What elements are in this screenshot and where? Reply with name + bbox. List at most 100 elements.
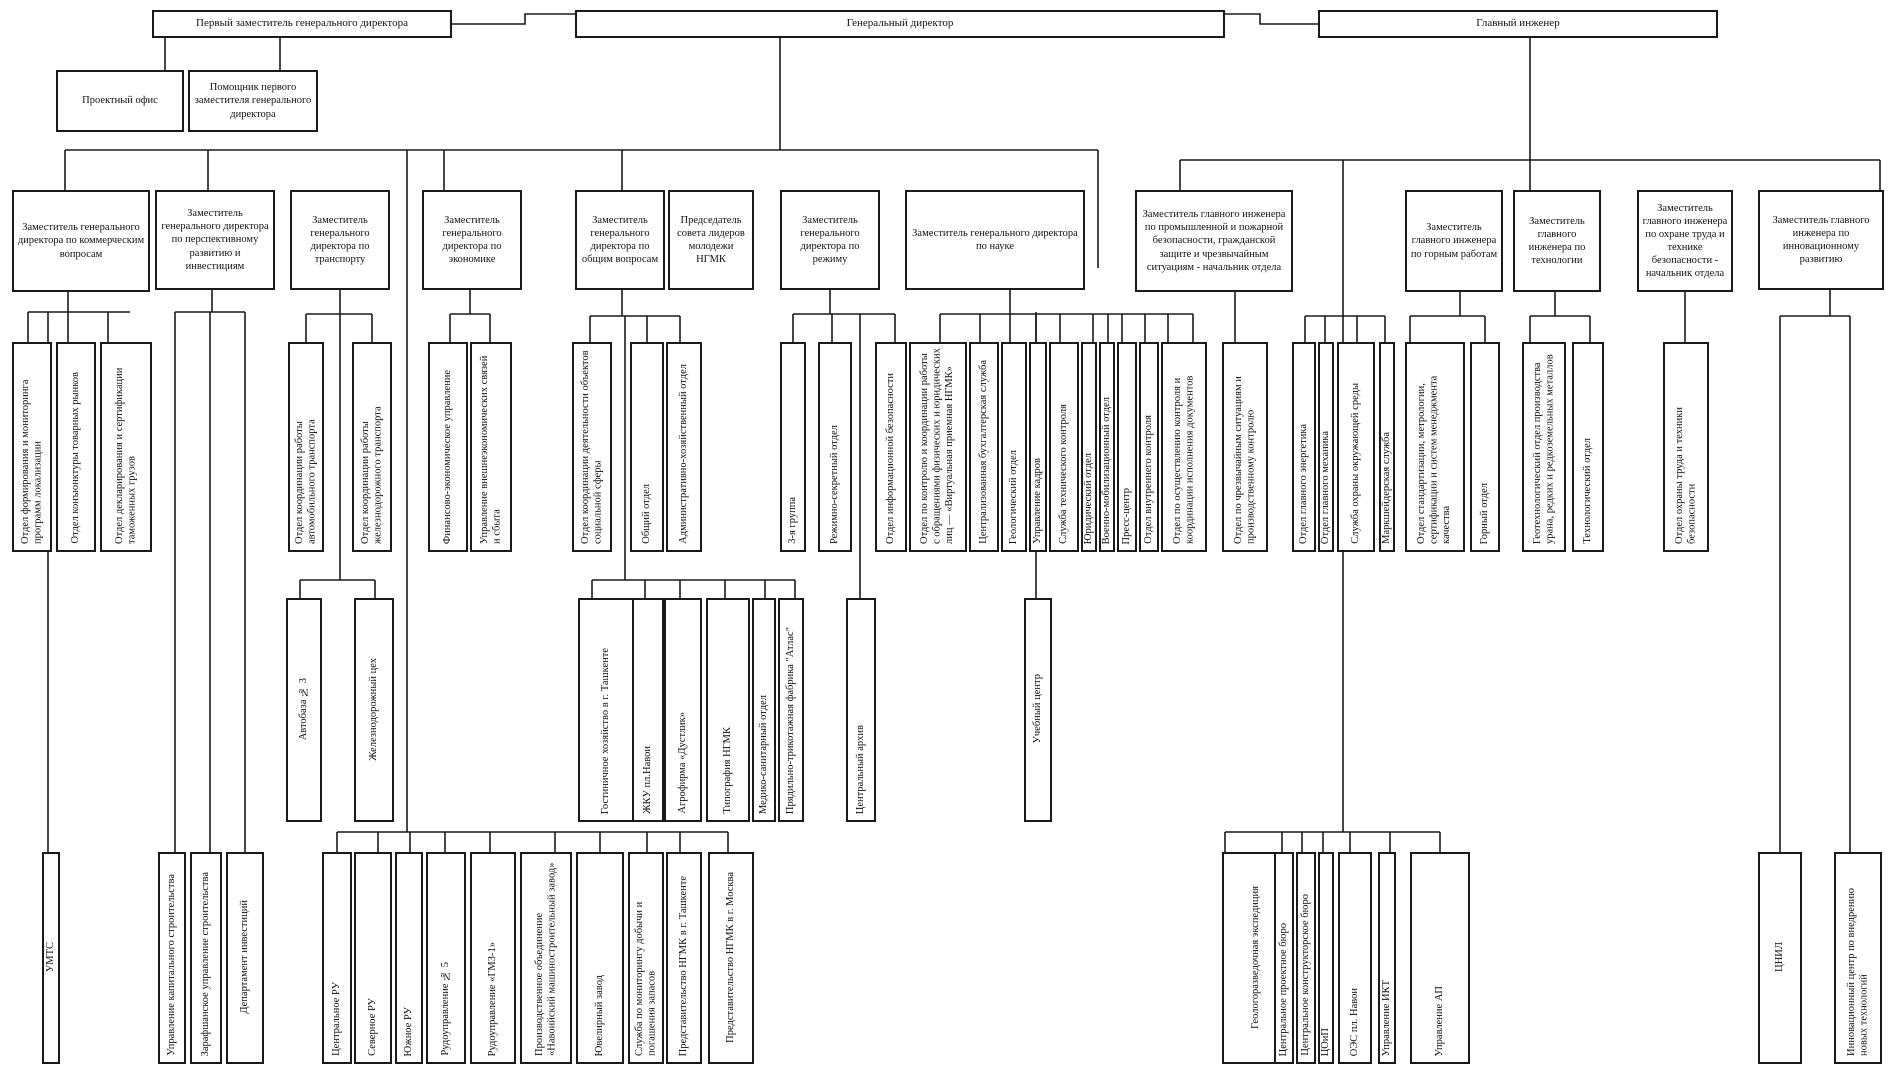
ceo-label: Генеральный директор (846, 17, 954, 30)
dept-box: Горный отдел (1470, 342, 1500, 552)
unit-box: Агрофирма «Дустлик» (664, 598, 702, 822)
dept-box: Геотехнологический отдел производства ур… (1522, 342, 1566, 552)
deputy-commercial-label: Заместитель генерального директора по ко… (17, 222, 145, 260)
deputy-general-label: Заместитель генерального директора по об… (581, 214, 659, 266)
unit-box: ЖКУ пл.Навои (632, 598, 664, 822)
chief-engineer-label: Главный инженер (1476, 17, 1560, 30)
project-office-label: Проектный офис (82, 95, 158, 107)
assistant-box: Помощник первого заместителя генеральног… (188, 70, 318, 132)
ce-labor-label: Заместитель главного инженера по охране … (1642, 202, 1728, 280)
ce-mining-label: Заместитель главного инженера по горным … (1410, 222, 1498, 260)
dept-box: Отдел информационной безопасности (875, 342, 907, 552)
dept-label: Отдел информационной безопасности (884, 372, 896, 544)
dept-box: Отдел главного энергетика (1292, 342, 1316, 552)
dept-box: Отдел формирования и мониторинга програм… (12, 342, 52, 552)
dept-label: Отдел по контролю и координации работы с… (919, 348, 956, 544)
dept-label: Отдел конъюнктуры товарных рынков (69, 372, 81, 544)
unit-box: Южное РУ (395, 852, 423, 1064)
dept-label: Общий отдел (640, 484, 652, 544)
unit-label: Гостиничное хозяйство в г. Ташкенте (599, 647, 611, 814)
dept-box: Отдел конъюнктуры товарных рынков (56, 342, 96, 552)
unit-box: Рудоуправление № 5 (426, 852, 466, 1064)
ce-safety-box: Заместитель главного инженера по промышл… (1135, 190, 1293, 292)
dept-box: Военно-мобилизационный отдел (1099, 342, 1115, 552)
unit-label: Центральное РУ (330, 982, 342, 1056)
unit-label: Представительство НГМК в г. Москва (724, 871, 736, 1043)
unit-box: Зарафшанское управление строительства (190, 852, 222, 1064)
unit-label: Представительство НГМК в г. Ташкенте (677, 875, 689, 1056)
unit-box: Управление капитального строительства (158, 852, 186, 1064)
unit-label: Северное РУ (366, 998, 378, 1056)
unit-box: Департамент инвестиций (226, 852, 264, 1064)
ce-labor-box: Заместитель главного инженера по охране … (1637, 190, 1733, 292)
dept-box: Отдел по чрезвычайным ситуациям и произв… (1222, 342, 1268, 552)
unit-label: Управление ИКТ (1380, 979, 1392, 1056)
dept-label: Отдел декларирования и сертификации тамо… (113, 367, 137, 544)
dept-label: Геологический отдел (1007, 449, 1019, 544)
dept-box: Административно-хозяйственный отдел (666, 342, 702, 552)
dept-box: Финансово-экономическое управление (428, 342, 468, 552)
dept-label: Отдел внутреннего контроля (1142, 415, 1154, 544)
unit-label: Центральное конструкторское бюро (1299, 894, 1311, 1056)
dept-box: Управление кадров (1029, 342, 1047, 552)
dept-box: Маркшейдерская служба (1379, 342, 1395, 552)
unit-box: Ювелирный завод (576, 852, 624, 1064)
dept-label: Отдел главного механика (1319, 430, 1331, 544)
dept-label: Технологический отдел (1581, 438, 1593, 544)
dept-box: Служба технического контроля (1049, 342, 1079, 552)
unit-label: Прядильно-трикотажная фабрика "Атлас" (784, 626, 796, 814)
dept-box: Отдел внутреннего контроля (1139, 342, 1159, 552)
dept-label: Финансово-экономическое управление (441, 369, 453, 544)
unit-label: Агрофирма «Дустлик» (676, 712, 688, 814)
dept-label: Юридический отдел (1082, 452, 1094, 544)
deputy-regime-box: Заместитель генерального директора по ре… (780, 190, 880, 290)
first-deputy-label: Первый заместитель генерального директор… (196, 17, 408, 30)
dept-box: Отдел координации работы железнодорожног… (352, 342, 392, 552)
deputy-regime-label: Заместитель генерального директора по ре… (800, 214, 860, 266)
dept-label: Маркшейдерская служба (1380, 432, 1392, 544)
deputy-economics-box: Заместитель генерального директора по эк… (422, 190, 522, 290)
ce-safety-label: Заместитель главного инженера по промышл… (1142, 209, 1286, 273)
unit-box: ОЭС пл. Навои (1338, 852, 1372, 1064)
deputy-economics-label: Заместитель генерального директора по эк… (442, 214, 502, 266)
dept-label: Режимно-секретный отдел (828, 424, 840, 544)
dept-label: Отдел формирования и мониторинга програм… (19, 379, 43, 544)
first-deputy-box: Первый заместитель генерального директор… (152, 10, 452, 38)
unit-label: Медико-санитарный отдел (757, 694, 769, 814)
unit-label: ЦОиП (1319, 1027, 1331, 1056)
unit-label: Служба по мониторингу добычи и погашения… (633, 901, 657, 1056)
unit-label: Производственное объединение «Навоийский… (533, 862, 557, 1057)
deputy-science-label: Заместитель генерального директора по на… (912, 227, 1078, 252)
unit-box: Центральный архив (846, 598, 876, 822)
unit-box: Управление ИКТ (1378, 852, 1396, 1064)
dept-label: Служба технического контроля (1057, 404, 1069, 544)
dept-box: Централизованная бухгалтерская служба (969, 342, 999, 552)
dept-label: Управление кадров (1031, 458, 1043, 544)
dept-label: Военно-мобилизационный отдел (1100, 396, 1112, 544)
dept-label: Геотехнологический отдел производства ур… (1531, 354, 1555, 544)
unit-label: УМТС (44, 941, 56, 973)
dept-box: Управление внешнеэкономических связей и … (470, 342, 512, 552)
dept-label: Отдел по осуществлению контроля и коорди… (1171, 375, 1195, 544)
dept-label: Отдел стандартизации, метрологии, сертиф… (1416, 375, 1453, 544)
dept-box: Геологический отдел (1001, 342, 1027, 552)
dept-label: Административно-хозяйственный отдел (677, 364, 689, 544)
unit-label: Центральный архив (854, 724, 866, 814)
unit-label: Ювелирный завод (593, 974, 605, 1056)
dept-box: Юридический отдел (1081, 342, 1097, 552)
dept-box: 3-я группа (780, 342, 806, 552)
deputy-transport-box: Заместитель генерального директора по тр… (290, 190, 390, 290)
unit-label: Управление капитального строительства (165, 874, 177, 1056)
dept-box: Отдел стандартизации, метрологии, сертиф… (1405, 342, 1465, 552)
deputy-development-box: Заместитель генерального директора по пе… (155, 190, 275, 290)
unit-box: Железнодорожный цех (354, 598, 394, 822)
chief-engineer-box: Главный инженер (1318, 10, 1718, 38)
ceo-box: Генеральный директор (575, 10, 1225, 38)
deputy-general-box: Заместитель генерального директора по об… (575, 190, 665, 290)
dept-box: Отдел по осуществлению контроля и коорди… (1161, 342, 1207, 552)
deputy-transport-label: Заместитель генерального директора по тр… (310, 214, 370, 266)
dept-box: Отдел координации деятельности объектов … (572, 342, 612, 552)
dept-box: Общий отдел (630, 342, 664, 552)
unit-label: Зарафшанское управление строительства (199, 871, 211, 1056)
unit-label: Железнодорожный цех (367, 657, 379, 761)
